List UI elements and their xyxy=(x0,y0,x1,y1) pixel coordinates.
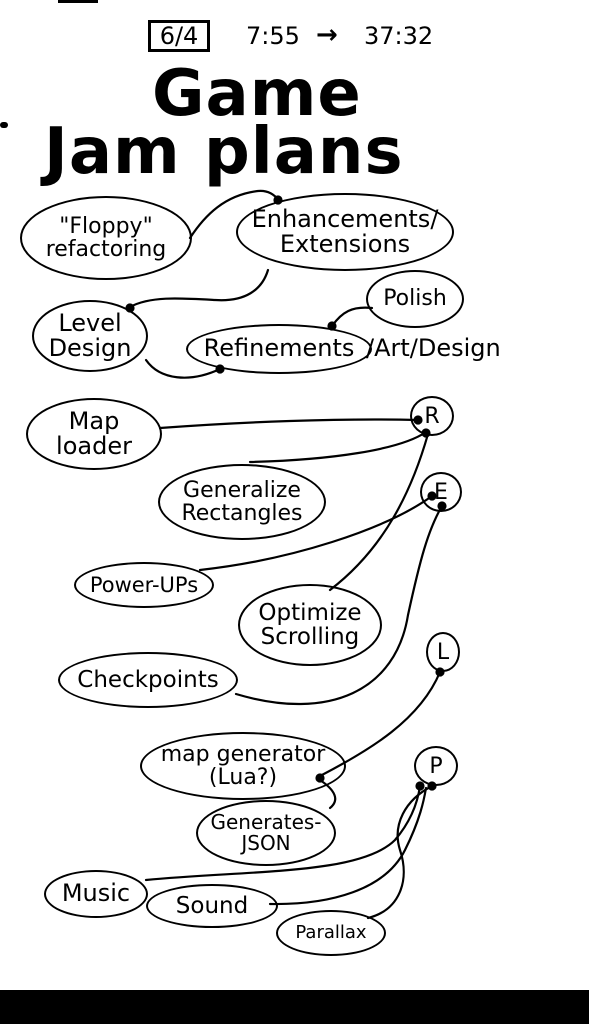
link-enhancements-level xyxy=(128,268,270,309)
node-floppy-line1: "Floppy" xyxy=(59,213,153,239)
node-level-line2: Design xyxy=(48,334,132,362)
letter-e-text: E xyxy=(434,479,448,505)
node-enhancements-line1: Enhancements/ xyxy=(251,204,439,233)
node-power-ups: Power-UPs xyxy=(74,562,214,608)
node-checkpoints: Checkpoints xyxy=(58,652,238,708)
time-start: 7:55 xyxy=(246,22,300,50)
node-enhancements-line2: Extensions xyxy=(279,230,411,258)
node-polish: Polish xyxy=(366,270,464,328)
link-checkpoints-e xyxy=(234,504,444,706)
date-box: 6/4 xyxy=(148,20,210,52)
node-generalize-line2: Rectangles xyxy=(181,501,303,526)
page-title-line1: Game xyxy=(152,57,362,131)
arrow-right-icon: → xyxy=(316,20,338,50)
page-title-line2: Jam plans xyxy=(44,115,404,189)
link-generalize-r xyxy=(248,430,428,464)
letter-e-marker: E xyxy=(420,472,462,512)
node-mapgen-line1: map generator xyxy=(160,741,326,767)
node-level-design: Level Design xyxy=(32,300,148,372)
margin-dot xyxy=(0,122,8,128)
top-edge-mark xyxy=(58,0,98,3)
link-parallax-p xyxy=(366,784,434,920)
letter-r-marker: R xyxy=(410,396,454,436)
node-polish-label: Polish xyxy=(383,286,447,312)
node-optimize-scrolling: Optimize Scrolling xyxy=(238,584,382,666)
node-json-line1: Generates- xyxy=(210,810,322,834)
node-refinements: Refinements xyxy=(186,324,372,374)
node-optimize-line1: Optimize xyxy=(258,599,362,626)
date-text: 6/4 xyxy=(159,22,199,50)
link-polish-refinements xyxy=(330,306,374,328)
node-refinements-label: Refinements xyxy=(203,334,355,363)
link-scroll-r xyxy=(328,432,430,592)
node-sound-label: Sound xyxy=(175,892,249,919)
link-level-refinements xyxy=(144,358,222,379)
node-json-line2: JSON xyxy=(241,831,291,855)
time-end: 37:32 xyxy=(364,22,434,50)
node-floppy-refactoring: "Floppy" refactoring xyxy=(20,196,192,280)
node-sound: Sound xyxy=(146,884,278,928)
node-powerups-label: Power-UPs xyxy=(89,572,199,597)
letter-p-text: P xyxy=(429,753,443,779)
node-checkpoints-label: Checkpoints xyxy=(77,666,219,693)
letter-l-marker: L xyxy=(426,632,460,672)
node-music-label: Music xyxy=(61,879,131,908)
link-floppy-enhancements xyxy=(188,189,280,240)
link-sound-p xyxy=(268,786,428,906)
node-generates-json: Generates- JSON xyxy=(196,800,336,866)
node-music: Music xyxy=(44,870,148,918)
node-mapgen-line2: (Lua?) xyxy=(208,765,278,790)
node-maploader-line2: loader xyxy=(56,432,132,460)
node-map-loader: Map loader xyxy=(26,398,162,470)
link-dot xyxy=(415,781,425,791)
node-level-line1: Level xyxy=(58,308,122,337)
link-maploader-r xyxy=(158,418,420,430)
node-parallax: Parallax xyxy=(276,910,386,956)
node-generalize-rectangles: Generalize Rectangles xyxy=(158,464,326,540)
letter-l-text: L xyxy=(436,639,450,665)
node-map-generator: map generator (Lua?) xyxy=(140,732,346,800)
node-floppy-line2: refactoring xyxy=(45,237,167,262)
node-optimize-line2: Scrolling xyxy=(260,624,360,650)
link-powerups-e xyxy=(198,494,434,572)
node-maploader-line1: Map xyxy=(68,406,120,435)
node-generalize-line1: Generalize xyxy=(183,477,301,503)
letter-r-text: R xyxy=(424,403,440,429)
link-music-p xyxy=(144,784,422,882)
bottom-edge-bar xyxy=(0,990,589,1024)
letter-p-marker: P xyxy=(414,746,458,786)
node-enhancements: Enhancements/ Extensions xyxy=(236,193,454,271)
node-parallax-label: Parallax xyxy=(295,921,367,943)
node-art-design-label: /Art/Design xyxy=(366,334,501,362)
